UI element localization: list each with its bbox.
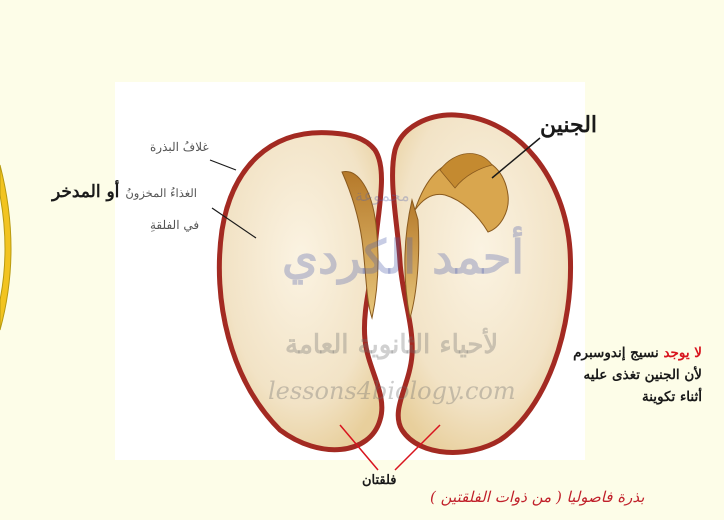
note-line-2: لأن الجنين تغذى عليه — [573, 364, 702, 386]
partial-seed-left — [0, 165, 11, 330]
note-line-3: أثناء تكوينة — [573, 386, 702, 408]
endosperm-note: لا يوجد نسيج إندوسبرم لأن الجنين تغذى عل… — [573, 342, 702, 408]
note-red-text: لا يوجد — [663, 345, 702, 361]
label-in-cotyledon: في الفلقةِ — [150, 218, 199, 232]
label-stored-food-big: أو المدخر — [52, 182, 119, 202]
label-embryo: الجنين — [540, 112, 597, 138]
leader-seed-coat — [210, 160, 236, 170]
note-line-1: لا يوجد نسيج إندوسبرم — [573, 342, 702, 364]
label-seed-coat: غلافُ البذرة — [150, 140, 209, 154]
caption: بذرة فاصوليا ( من ذوات الفلقتين ) — [430, 488, 644, 506]
label-stored-food-small: الغذاءُ المخزونُ — [125, 186, 197, 200]
label-cotyledons: فلقتان — [362, 473, 397, 488]
note-line-1-rest: نسيج إندوسبرم — [573, 345, 663, 361]
label-stored-food: الغذاءُ المخزونُ أو المدخر — [52, 182, 197, 202]
